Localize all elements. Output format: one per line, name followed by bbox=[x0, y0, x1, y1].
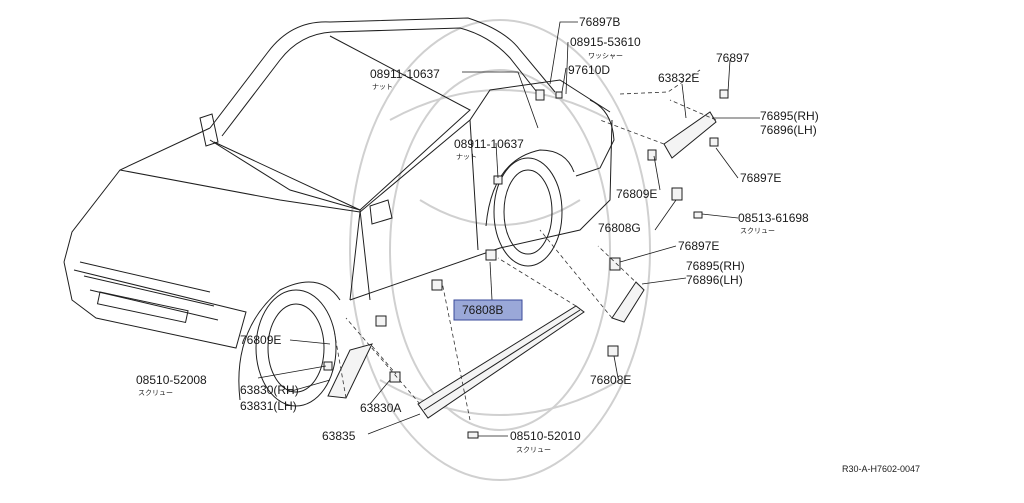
label-76808g: 76808G bbox=[598, 221, 641, 235]
label-76808e: 76808E bbox=[590, 373, 631, 387]
part-labels: 76897B 08915-53610 ワッシャー 97610D 08911-10… bbox=[136, 15, 819, 454]
label-76897b: 76897B bbox=[579, 15, 620, 29]
car-body-outline bbox=[63, 17, 615, 407]
watermark-emblem bbox=[349, 19, 651, 481]
label-08915: 08915-53610 bbox=[570, 35, 641, 49]
label-97610d: 97610D bbox=[568, 63, 610, 77]
label-76895-mid: 76895(RH) bbox=[686, 259, 745, 273]
label-76897e-top: 76897E bbox=[740, 171, 781, 185]
label-08510-left: 08510-52008 bbox=[136, 373, 207, 387]
label-63832e: 63832E bbox=[658, 71, 699, 85]
label-76897e-mid: 76897E bbox=[678, 239, 719, 253]
label-08510-bot-sub: スクリュー bbox=[516, 446, 551, 454]
label-63830a: 63830A bbox=[360, 401, 401, 415]
label-76897: 76897 bbox=[716, 51, 750, 65]
label-08513-sub: スクリュー bbox=[740, 227, 775, 235]
highlighted-part-box[interactable] bbox=[453, 299, 523, 321]
label-08915-sub: ワッシャー bbox=[588, 52, 623, 60]
label-08911-top-sub: ナット bbox=[372, 83, 393, 91]
label-08510-left-sub: スクリュー bbox=[138, 389, 173, 397]
label-63831: 63831(LH) bbox=[240, 399, 297, 413]
label-76808b[interactable]: 76808B bbox=[462, 303, 503, 317]
label-76896-top: 76896(LH) bbox=[760, 123, 817, 137]
label-08513: 08513-61698 bbox=[738, 211, 809, 225]
front-mudguard bbox=[327, 343, 373, 399]
rear-mudguard-upper bbox=[663, 111, 717, 159]
leader-lines bbox=[257, 21, 760, 437]
label-76809e-left: 76809E bbox=[240, 333, 281, 347]
label-63835: 63835 bbox=[322, 429, 356, 443]
label-08911-mid-sub: ナット bbox=[456, 153, 477, 161]
label-63830: 63830(RH) bbox=[240, 383, 299, 397]
side-sill-molding bbox=[417, 305, 585, 419]
label-76895-top: 76895(RH) bbox=[760, 109, 819, 123]
reference-code: R30-A-H7602-0047 bbox=[842, 464, 920, 474]
label-08911-mid: 08911-10637 bbox=[454, 137, 524, 151]
assembly-guides bbox=[333, 69, 717, 421]
label-08510-bot: 08510-52010 bbox=[510, 429, 581, 443]
label-76896-mid: 76896(LH) bbox=[686, 273, 743, 287]
label-76809e-top: 76809E bbox=[616, 187, 657, 201]
rear-mudguard-lower bbox=[611, 281, 645, 323]
label-08911-top: 08911-10637 bbox=[370, 67, 440, 81]
